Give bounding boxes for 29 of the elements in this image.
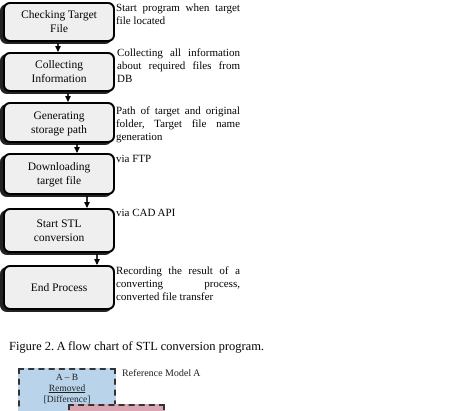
process-box (3, 102, 115, 143)
annotation-text: via FTP (116, 153, 152, 166)
arrow (84, 196, 90, 208)
arrow (74, 144, 80, 153)
dashed-region (18, 368, 116, 411)
region-label: [Difference] (44, 395, 90, 406)
process-label: Generating storage path (30, 108, 88, 136)
annotation-text: Path of target and original folder, Target file name generation (116, 105, 240, 144)
process-label: End Process (30, 280, 88, 294)
process-label: Start STL conversion (32, 216, 86, 244)
annotation-text: via CAD API (116, 207, 176, 220)
region-label: Removed (48, 384, 86, 395)
annotation-text: Recording the result of a converting process, converted file transfer (116, 265, 240, 304)
figure-caption: Figure 2. A flow chart of STL conversion program. (9, 338, 264, 355)
process-label: Downloading target file (26, 160, 92, 188)
process-box (3, 265, 115, 310)
process-box (3, 208, 115, 253)
process-box (3, 2, 115, 42)
annotation-text: Collecting all information about required files from DB (117, 47, 240, 86)
arrow (94, 254, 100, 265)
arrow (55, 43, 61, 52)
region-label: A – B (56, 373, 78, 384)
process-label: Checking Target File (20, 8, 98, 36)
annotation-text: Reference Model A (122, 368, 202, 380)
process-box (3, 153, 115, 195)
process-label: Collecting Information (30, 58, 88, 86)
annotation-text: Start program when target file located (116, 2, 240, 28)
arrow (65, 93, 71, 102)
process-box (3, 52, 115, 92)
